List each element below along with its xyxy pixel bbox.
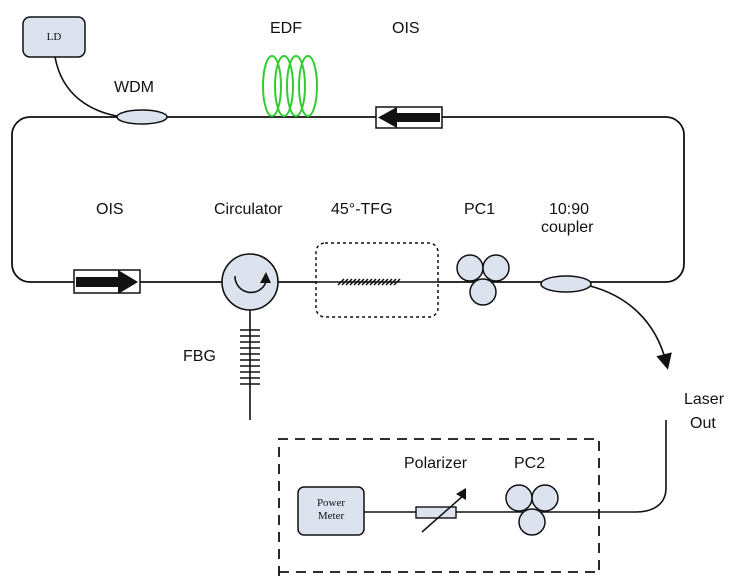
pc1-component — [456, 254, 510, 306]
pc2-component — [505, 484, 559, 536]
power-meter-label-line1: Power — [316, 497, 346, 509]
ois-bottom-label: OIS — [96, 201, 124, 218]
fbg-label: FBG — [183, 348, 216, 365]
edf-label: EDF — [270, 20, 302, 37]
polarizer-label: Polarizer — [404, 455, 468, 472]
pc2-label: PC2 — [514, 455, 546, 472]
laser-out-label-line2: Out — [690, 415, 716, 432]
coupler-label-line1: 10:90 — [549, 201, 590, 218]
ois-top-label: OIS — [392, 20, 420, 37]
measurement-box — [278, 438, 600, 576]
wdm-label: WDM — [114, 79, 154, 96]
tfg-label: 45°-TFG — [331, 201, 393, 218]
pump-fiber — [54, 56, 123, 118]
tfg-grating — [337, 278, 401, 286]
pc1-label: PC1 — [464, 201, 496, 218]
output-fiber — [589, 285, 672, 370]
fbg-grating — [240, 329, 260, 385]
polarizer-component — [415, 488, 466, 533]
isolator-bottom — [73, 269, 141, 294]
ld-label: LD — [46, 31, 62, 43]
circulator-label: Circulator — [214, 201, 283, 218]
edf-coil — [262, 55, 318, 117]
wdm-component — [116, 109, 168, 125]
isolator-top — [375, 106, 443, 129]
ld-box — [22, 16, 86, 58]
tfg-box — [315, 242, 439, 318]
coupler-label-line2: coupler — [541, 219, 594, 236]
power-meter-label-line2: Meter — [317, 510, 345, 522]
laser-out-label-line1: Laser — [684, 391, 725, 408]
circulator-component — [221, 253, 279, 311]
power-meter-box — [297, 486, 365, 536]
coupler-component — [540, 275, 592, 293]
measurement-fiber — [364, 420, 667, 513]
